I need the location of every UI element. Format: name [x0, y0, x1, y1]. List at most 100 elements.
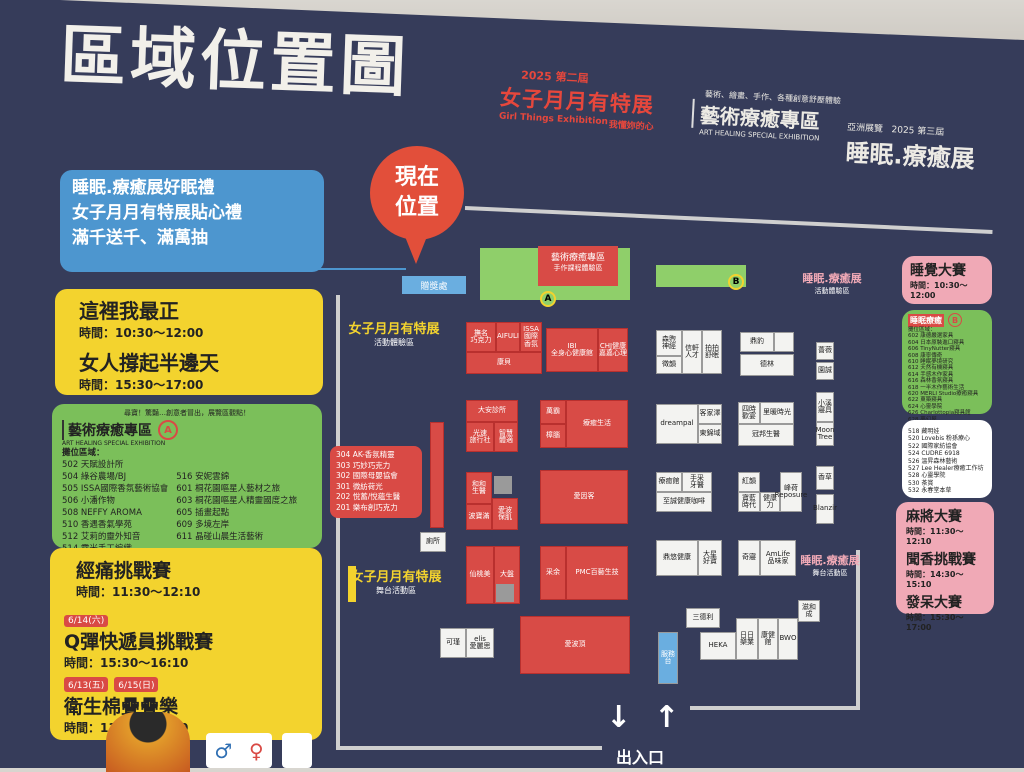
list-item: 532 永春堂本草: [908, 487, 952, 495]
booth-r6: CHJ健康 嘉嘉心理: [598, 328, 628, 372]
booth-w31: 園誠: [816, 362, 834, 380]
booth-r1: 康貝: [466, 352, 542, 374]
gt-activity-logo: 女子月月有特展: [348, 322, 440, 337]
gift-line-2: 女子月月有特展貼心禮: [72, 203, 242, 223]
booth-w26: 日日 樂業: [736, 618, 758, 660]
list-item: 201 樂布創巧克力: [336, 502, 398, 512]
sleep-zone-name: 睡眠療癒: [908, 313, 944, 327]
current-location-pin-tail: [404, 234, 428, 264]
booth-w1: 森煦 神經: [656, 330, 682, 356]
booth-w19: 峰荷 Reposure: [775, 472, 807, 512]
list-item: 528 心靈學院: [908, 472, 946, 480]
list-item: 303 巧妙巧克力: [336, 460, 391, 470]
event-panel-top: 這裡我最正 時間：10:30～12:00 女人撐起半邊天 時間：15:30～17…: [55, 289, 323, 395]
green-strip-top: [656, 265, 746, 287]
arrow-up-icon: ↑: [654, 700, 680, 735]
booth-r4: ISSA 國際香氛: [520, 322, 542, 352]
booth-r15: 愛波 保肌: [492, 498, 518, 530]
booth-r2: AIFULI: [496, 322, 520, 352]
list-item: 620 MERLI Studio療癒寢具: [908, 391, 979, 398]
list-item: 512 艾莉的靈外知音: [62, 532, 141, 542]
list-item: 504 綠谷農場/BJ: [62, 472, 127, 482]
list-item: 518 藏明娃: [908, 428, 940, 435]
list-item: 526 溫昇森林藝術: [908, 457, 958, 465]
sleep-zone-badge: B: [948, 313, 962, 327]
gift-line-1: 睡眠.療癒展好眠禮: [72, 178, 215, 198]
event-5-date-1: 6/13(五): [64, 677, 109, 692]
booth-r16: 愛因客: [540, 470, 628, 524]
list-item: 522 國際家紡協會: [908, 442, 958, 450]
booth-w21: 大星 好寶: [698, 540, 722, 576]
booth-w8: 客家澤: [698, 404, 722, 424]
booth-w16: 紅韻: [738, 472, 760, 492]
list-item: 530 茶賞: [908, 479, 934, 487]
booth-w3: 信軒 人才: [682, 330, 702, 374]
current-location-pin: 現在 位置: [370, 146, 464, 240]
list-item: 610 睡眠夢境研究: [908, 359, 954, 366]
sleep-stage-name: 睡眠.療癒展: [800, 554, 860, 567]
booth-r7: 大安診所: [466, 400, 518, 422]
sleep-events-panel: 麻將大賽 時間：11:30～12:10 聞香挑戰賽 時間：14:30～15:10…: [896, 502, 994, 632]
list-item: 527 Lee Healer療癒工作坊: [908, 465, 984, 473]
booth-r12: 療癒生活: [566, 400, 628, 448]
art-panel-note: 尋寶！驚豔…創意者冒出，展覽區觀點！: [124, 409, 250, 417]
list-item: 612 天然有機寢具: [908, 365, 954, 372]
booth-w6: 德林: [740, 354, 794, 376]
list-item: 524 CUDRE 6918: [908, 450, 960, 458]
list-item: 611 晶碰山晨生活藝術: [176, 532, 264, 542]
exit-label: 出入口: [616, 748, 665, 767]
list-item: 601 桐花園嘔星人藝材之旅: [176, 484, 281, 494]
list-item: 628 夢幻屋: [908, 417, 986, 423]
wall-left: [336, 295, 340, 750]
sleep-contest-title: 睡覺大賽: [910, 263, 966, 279]
list-item: 510 香遇香氣學苑: [62, 520, 132, 530]
booth-w25: HEKA: [700, 632, 736, 660]
wall-bottom-right: [690, 706, 860, 710]
booth-w29: 滋和成: [798, 600, 820, 622]
sleep-activity-area: 睡眠.療癒展 活動體驗區: [790, 270, 874, 296]
booth-w32: 小溪 寢具: [816, 392, 834, 422]
event-5-title: 衛生棉疊疊樂: [64, 696, 179, 718]
list-item: 301 微紡荷光: [336, 481, 383, 491]
list-item: 608 康寧傳奇: [908, 352, 943, 359]
booth-w22: 奇寢: [738, 540, 760, 576]
list-item: 602 康德嚴選家具: [908, 333, 954, 340]
art-panel-badge: A: [158, 420, 178, 440]
booth-w18: 健康力: [760, 492, 780, 512]
connector-line: [270, 268, 406, 270]
event-5-date-2: 6/15(日): [114, 677, 159, 692]
booth-w10: 四時 歡宴: [738, 402, 760, 424]
booth-w15: 至誠健康咖啡: [656, 492, 712, 512]
list-item: 614 手感木作家具: [908, 371, 954, 378]
list-item: 624 心靈學院: [908, 403, 943, 410]
art-panel-name: 藝術療癒專區: [62, 420, 152, 440]
event-2-title: 女人撐起半邊天: [79, 351, 219, 375]
booth-w14: 手采 牙醫: [682, 472, 712, 492]
event-4-title: Q彈快遞員挑戰賽: [64, 631, 214, 653]
booth-w13: 療癒館: [656, 472, 682, 492]
art-panel-list-title: 攤位區域：: [62, 448, 105, 458]
booth-w20: 鼎悠健康: [656, 540, 698, 576]
list-item: 505 ISSA國際香氛藝術協會: [62, 484, 169, 494]
booth-extra-1: [774, 332, 794, 352]
list-item: 626 Charlottopia寢具館: [908, 410, 971, 417]
art-booth-name: 藝術療癒專區: [550, 253, 605, 263]
art-booth-area: 藝術療癒專區 手作課程體驗區: [538, 246, 618, 286]
badge-b-map: B: [728, 274, 744, 290]
event-panel-bottom: 經痛挑戰賽 時間：11:30～12:10 6/14(六) Q彈快遞員挑戰賽 時間…: [50, 548, 322, 740]
list-item: 502 天賦設計所: [62, 460, 124, 470]
sleep-contest-panel: 睡覺大賽 時間：10:30～12:00: [902, 256, 992, 304]
page-title: 區域位置圖: [58, 16, 412, 107]
booth-small-gray-2: [496, 584, 514, 602]
mahjong-time: 時間：11:30～12:10: [906, 527, 964, 546]
scent-title: 聞香挑戰賽: [906, 552, 976, 568]
booth-r5: IBI 全身心健康館: [546, 328, 598, 372]
badge-a-map: A: [540, 291, 556, 307]
booth-r19: 采余: [540, 546, 566, 600]
booth-w7: dreampal: [656, 404, 698, 444]
sleep-zone-panel: 睡眠療癒 B 攤位區域： 602 康德嚴選家具 604 日本原裝進口寢具 606…: [902, 310, 992, 423]
booth-w27: 康健館: [758, 618, 778, 660]
booth-r20: PMC百藝生技: [566, 546, 628, 600]
booth-r17: 仙桃美: [466, 546, 494, 604]
booth-r14: 波寶滿: [466, 504, 492, 530]
